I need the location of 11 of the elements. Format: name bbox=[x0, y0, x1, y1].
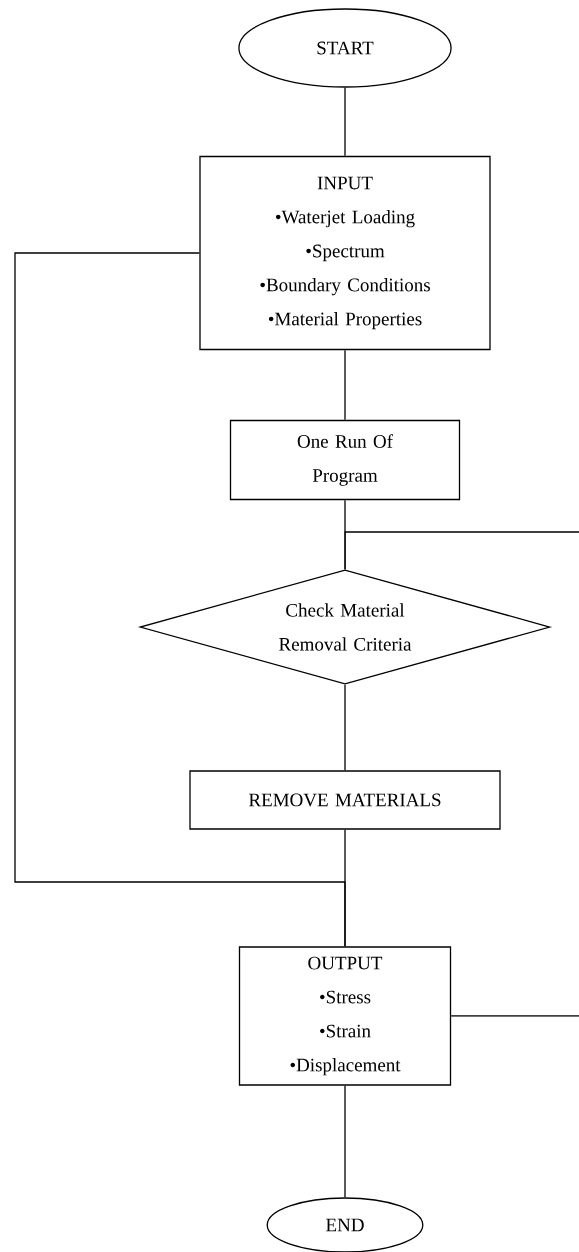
connector-line bbox=[344, 87, 346, 157]
connector-line bbox=[344, 531, 579, 570]
connector-line bbox=[344, 349, 346, 421]
connector-line bbox=[14, 252, 346, 947]
process-box: INPUT •Waterjet Loading •Spectrum •Boundary Conditions •Material Properties bbox=[199, 155, 491, 351]
process-box: OUTPUT •Stress •Strain •Displacement bbox=[238, 946, 452, 1086]
connector-line bbox=[344, 684, 346, 771]
process-box: REMOVE MATERIALS bbox=[189, 770, 501, 830]
connector-line bbox=[344, 1085, 346, 1198]
process-box: One Run Of Program bbox=[229, 419, 461, 501]
connector-line bbox=[450, 1015, 579, 1017]
